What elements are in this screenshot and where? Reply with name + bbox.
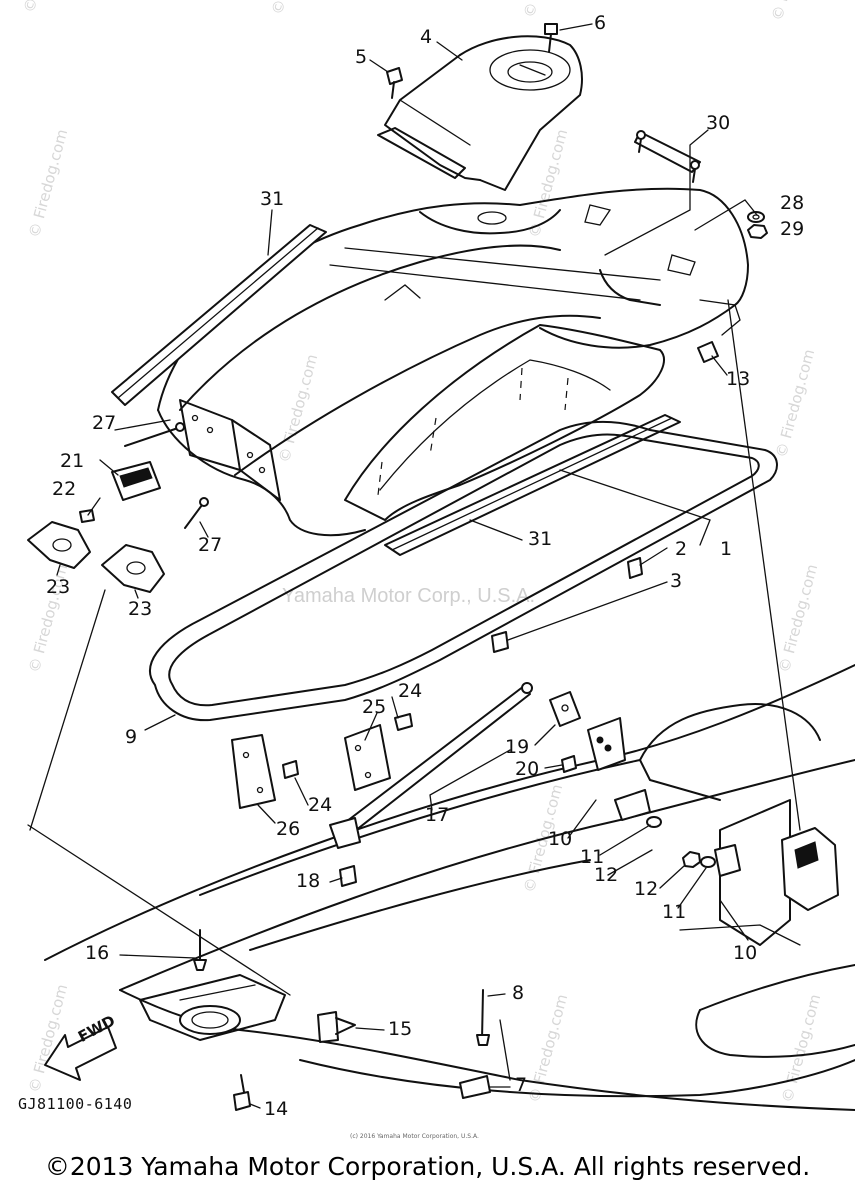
callout-31-lower: 31 [528,528,553,550]
gasket-frame [149,420,778,722]
diagram-code: GJ81100-6140 [18,1095,133,1113]
plate-26 [231,734,276,809]
handle-pole-cover [377,35,583,191]
rivet-27-lower [184,497,209,529]
callout-6: 6 [594,12,607,34]
pin-8 [476,989,490,1046]
clip-15 [317,1011,356,1043]
callout-24-lower: 24 [308,794,333,816]
callout-4: 4 [420,26,433,48]
hinge-23-right [101,544,165,593]
callout-11-a: 11 [580,846,605,868]
bolt-24-upper [394,713,413,731]
bolt-20 [561,755,577,773]
bolt-14 [233,1074,251,1111]
callout-20: 20 [515,758,540,780]
callout-7: 7 [515,1074,528,1096]
callout-1: 1 [720,538,733,560]
callout-22: 22 [52,478,77,500]
bracket-19 [549,691,581,727]
callout-26: 26 [276,818,301,840]
callout-25: 25 [362,696,387,718]
bolt-6 [544,23,558,53]
fwd-arrow [44,1026,117,1081]
watermark-yamaha: Yamaha Motor Corp., U.S.A. [282,585,536,607]
hinge-23-left [27,521,91,569]
callout-27-upper: 27 [92,412,117,434]
callout-28: 30 [706,112,731,134]
callout-18: 18 [296,870,321,892]
callout-13: 13 [726,368,751,390]
callout-10-right: 10 [733,942,758,964]
latch-10-center [587,717,651,821]
hood-cover [157,187,749,537]
washer-29 [747,211,765,223]
callout-8: 8 [512,982,525,1004]
bracket-28 [634,130,701,183]
nut-30 [747,224,768,239]
grommet-3 [491,631,509,653]
bow-scoop [139,974,286,1041]
stopper-7 [459,1075,491,1099]
storage-liner [344,324,665,521]
hull-deck [44,664,855,1111]
stay-rod-17 [329,682,533,849]
callout-2: 2 [675,538,688,560]
callout-17: 17 [425,804,450,826]
callout-16: 16 [85,942,110,964]
washer-11-a [646,816,662,828]
bolt-5 [386,67,403,99]
plate-25 [344,724,391,791]
bolt-22 [79,509,95,523]
leader-lines [27,23,801,1109]
callout-27-lower: 27 [198,534,223,556]
callout-11-b: 11 [662,901,687,923]
seal-strip-upper [111,224,327,406]
fine-print: (c) 2016 Yamaha Motor Corporation, U.S.A… [350,1133,479,1140]
rivet-16 [193,929,207,971]
rivet-27-upper [124,422,185,447]
callout-23-right: 23 [128,598,153,620]
callout-12-a: 12 [594,864,619,886]
callout-9: 9 [125,726,138,748]
latch-10-right [714,827,839,911]
front-mount-panel [179,399,281,501]
callout-24-upper: 24 [398,680,423,702]
callout-10-center: 10 [548,828,573,850]
callout-5: 5 [355,46,368,68]
callout-12-b: 12 [634,878,659,900]
callout-15: 15 [388,1018,413,1040]
callout-30: 29 [780,218,805,240]
callout-14: 14 [264,1098,289,1120]
copyright-notice: ©2013 Yamaha Motor Corporation, U.S.A. A… [44,1152,811,1181]
callout-19: 19 [505,736,530,758]
grommet-2 [627,557,643,579]
bolt-24-lower [282,760,299,779]
callout-21: 21 [60,450,85,472]
callout-23-left: 23 [46,576,71,598]
bolt-18 [339,865,357,887]
damper-21 [111,461,161,501]
callout-3: 3 [670,570,683,592]
callout-29: 28 [780,192,805,214]
washer-11-b [700,856,716,868]
nut-12-a [682,851,701,868]
seal-strip-lower [384,414,681,556]
callout-31-upper: 31 [260,188,285,210]
